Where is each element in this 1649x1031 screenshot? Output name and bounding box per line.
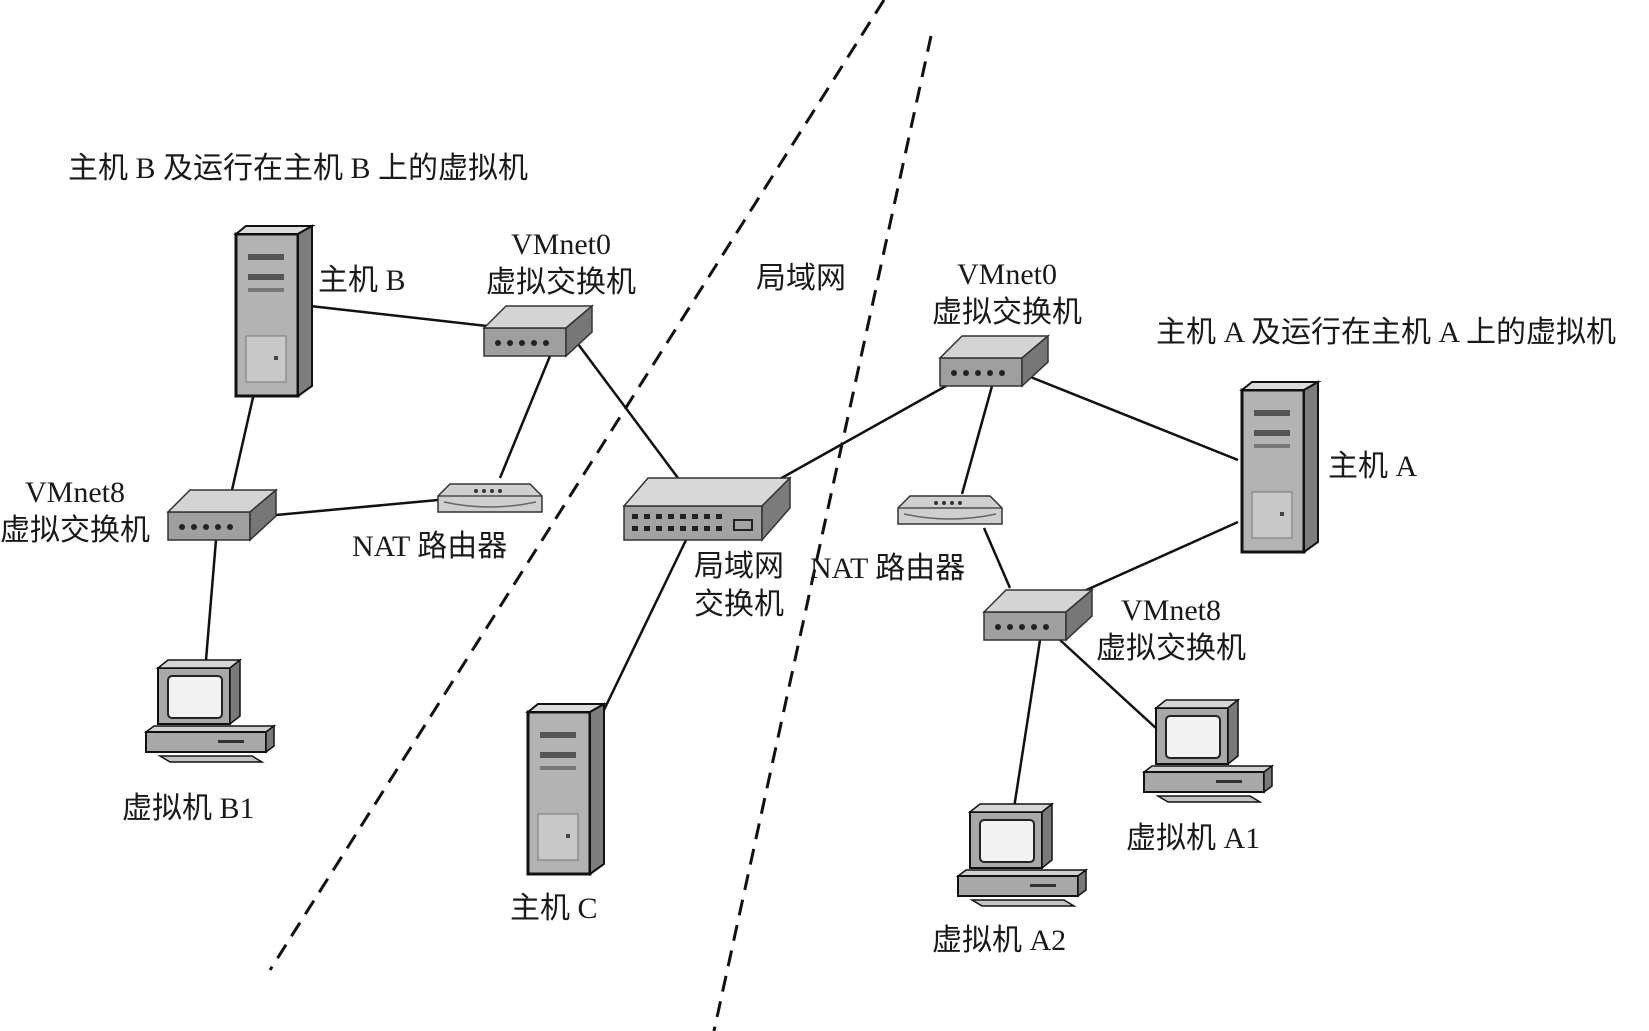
- vmnet0-a-label: VMnet0 虚拟交换机: [932, 256, 1082, 332]
- vmnet0-b-switch-icon: [483, 305, 593, 357]
- link-vmnet8a-vma2: [1012, 639, 1042, 809]
- link-hosta-vmnet8a: [1063, 520, 1239, 602]
- lan-switch-label-line2: 交换机: [694, 588, 784, 621]
- vm-b1-label: 虚拟机 B1: [122, 792, 255, 825]
- vmnet8-b-label-line2: 虚拟交换机: [0, 514, 150, 547]
- link-hostb-vmnet0b: [309, 304, 488, 328]
- nat-b-router-icon: [437, 483, 543, 513]
- host-b-group-title: 主机 B 及运行在主机 B 上的虚拟机: [68, 152, 529, 185]
- vmnet8-a-label-line2: 虚拟交换机: [1096, 632, 1246, 665]
- vmnet8-b-switch-icon: [167, 489, 277, 541]
- nat-b-label: NAT 路由器: [352, 530, 508, 563]
- link-natb-vmnet0b: [498, 355, 552, 479]
- vmnet0-b-label-line1: VMnet0: [511, 228, 611, 261]
- vm-a2-pc-icon: [957, 803, 1087, 907]
- vmnet0-b-label-line2: 虚拟交换机: [486, 266, 636, 299]
- vmnet8-a-label: VMnet8 虚拟交换机: [1096, 592, 1246, 668]
- vmnet0-a-label-line2: 虚拟交换机: [932, 296, 1082, 329]
- link-hostb-vmnet8b: [230, 392, 256, 491]
- vmnet8-b-label: VMnet8 虚拟交换机: [0, 474, 150, 550]
- vmnet8-a-switch-icon: [983, 589, 1093, 641]
- host-c-label: 主机 C: [510, 892, 598, 925]
- link-vmnet8b-natb: [275, 498, 439, 517]
- link-vmnet8b-vmb1: [204, 539, 218, 661]
- link-vmnet0a-hosta: [1027, 374, 1239, 462]
- lan-switch-label: 局域网 交换机: [694, 548, 784, 624]
- link-vmnet0b-lanswitch: [576, 343, 680, 479]
- host-b-server-icon: [234, 224, 314, 398]
- vm-a2-label: 虚拟机 A2: [932, 924, 1067, 957]
- vmnet0-b-label: VMnet0 虚拟交换机: [486, 226, 636, 302]
- host-a-server-icon: [1240, 380, 1320, 554]
- lan-switch-icon: [623, 477, 791, 541]
- nat-a-router-icon: [897, 495, 1003, 525]
- lan-region-label: 局域网: [756, 262, 846, 295]
- vmnet8-b-label-line1: VMnet8: [25, 476, 125, 509]
- boundary-line-right: [712, 35, 933, 1031]
- vm-b1-pc-icon: [145, 659, 275, 763]
- host-c-server-icon: [526, 702, 606, 876]
- link-lanswitch-vmnet0a: [777, 384, 947, 482]
- boundary-line-left: [268, 0, 886, 971]
- link-nata-vmnet8a: [982, 527, 1012, 589]
- host-a-label: 主机 A: [1328, 450, 1418, 483]
- link-vmnet8a-vma1: [1059, 639, 1159, 731]
- vm-a1-pc-icon: [1143, 699, 1273, 803]
- link-vmnet0a-nata: [960, 385, 994, 495]
- link-lanswitch-hostc: [601, 539, 688, 713]
- vm-a1-label: 虚拟机 A1: [1126, 822, 1261, 855]
- lan-switch-label-line1: 局域网: [694, 550, 784, 583]
- host-b-label: 主机 B: [318, 264, 406, 297]
- vmnet8-a-label-line1: VMnet8: [1121, 594, 1221, 627]
- nat-a-label: NAT 路由器: [810, 552, 966, 585]
- vmnet0-a-label-line1: VMnet0: [957, 258, 1057, 291]
- host-a-group-title: 主机 A 及运行在主机 A 上的虚拟机: [1156, 316, 1617, 349]
